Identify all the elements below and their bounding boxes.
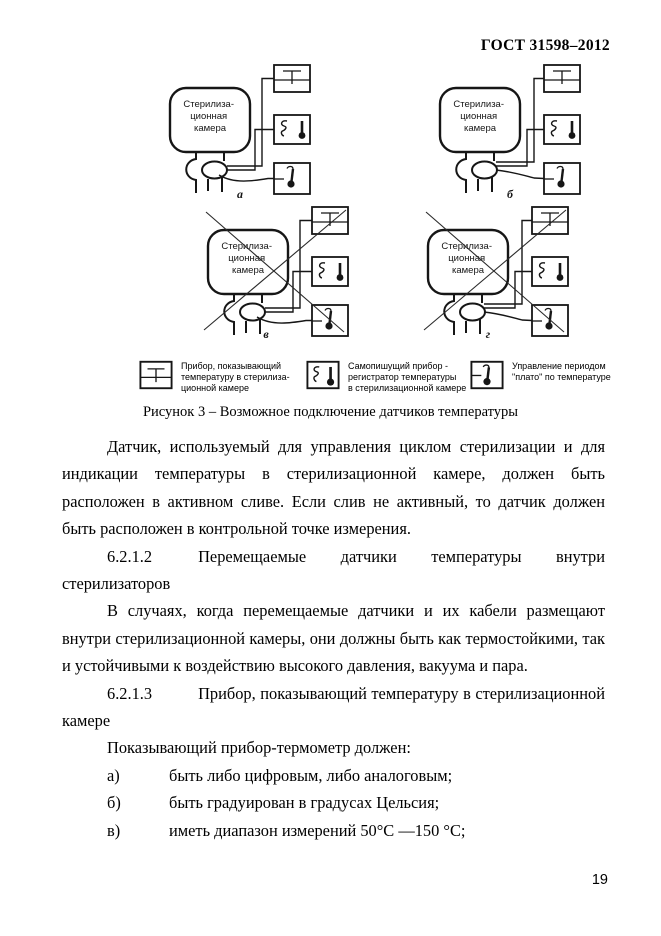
diagram-b: б <box>438 63 582 201</box>
legend-item-indicating-instrument: Прибор, показывающий температуру в стери… <box>139 360 290 394</box>
plateau-control-icon <box>470 360 504 390</box>
diagram-label-v: в <box>263 327 269 341</box>
legend-item-text: Самопишущий прибор - регистратор темпера… <box>348 361 467 393</box>
section-number: 6.2.1.3 <box>107 683 153 703</box>
page-number: 19 <box>591 872 608 888</box>
connection-wires <box>218 77 274 182</box>
list-item-text: быть либо цифровым, либо аналоговым; <box>169 765 453 785</box>
legend-item-recording-instrument: Самопишущий прибор - регистратор темпера… <box>306 360 466 394</box>
diagram-label-b: б <box>507 187 514 201</box>
legend-item-text: Управление периодом "плато" по температу… <box>512 361 611 382</box>
diagram-label-g: г <box>486 327 491 341</box>
diagram-a: а <box>168 63 312 201</box>
diagram-g: г <box>423 205 570 341</box>
body-text: Датчик, используемый для управления цикл… <box>62 433 605 844</box>
list-item-a: а) быть либо цифровым, либо аналоговым; <box>62 762 605 789</box>
prohibition-cross-icon <box>203 209 347 333</box>
diagram-v: в <box>203 205 350 341</box>
paragraph-movable-sensors: В случаях, когда перемещаемые датчики и … <box>62 601 605 676</box>
legend-item-text: Прибор, показывающий температуру в стери… <box>181 361 290 393</box>
connection-wires <box>495 77 545 180</box>
list-marker: б) <box>107 793 121 813</box>
list-item-v: в) иметь диапазон измерений 50°С —150 °С; <box>62 817 605 844</box>
list-item-b: б) быть градуирован в градусах Цельсия; <box>62 789 605 816</box>
list-marker: а) <box>107 765 120 785</box>
prohibition-cross-icon <box>423 209 567 333</box>
legend-item-plateau-control: Управление периодом "плато" по температу… <box>470 360 611 390</box>
indicating-thermometer-icon <box>139 360 173 390</box>
list-item-text: быть градуирован в градусах Цельсия; <box>169 793 440 813</box>
recording-thermometer-icon <box>306 360 340 390</box>
list-marker: в) <box>107 820 121 840</box>
diagram-label-a: а <box>237 187 243 201</box>
list-item-text: иметь диапазон измерений 50°С —150 °С; <box>169 820 466 840</box>
section-title: Прибор, показывающий температуру в стери… <box>62 683 605 731</box>
paragraph-sensor-placement: Датчик, используемый для управления цикл… <box>62 437 605 539</box>
figure-caption: Рисунок 3 – Возможное подключение датчик… <box>142 404 519 420</box>
section-title: Перемещаемые датчики температуры внутри … <box>62 546 605 594</box>
paragraph-indicating-thermometer: Показывающий прибор-термометр должен: <box>107 738 411 758</box>
section-number: 6.2.1.2 <box>107 546 153 566</box>
connection-wires <box>256 219 312 324</box>
standard-number: ГОСТ 31598–2012 <box>480 37 610 54</box>
